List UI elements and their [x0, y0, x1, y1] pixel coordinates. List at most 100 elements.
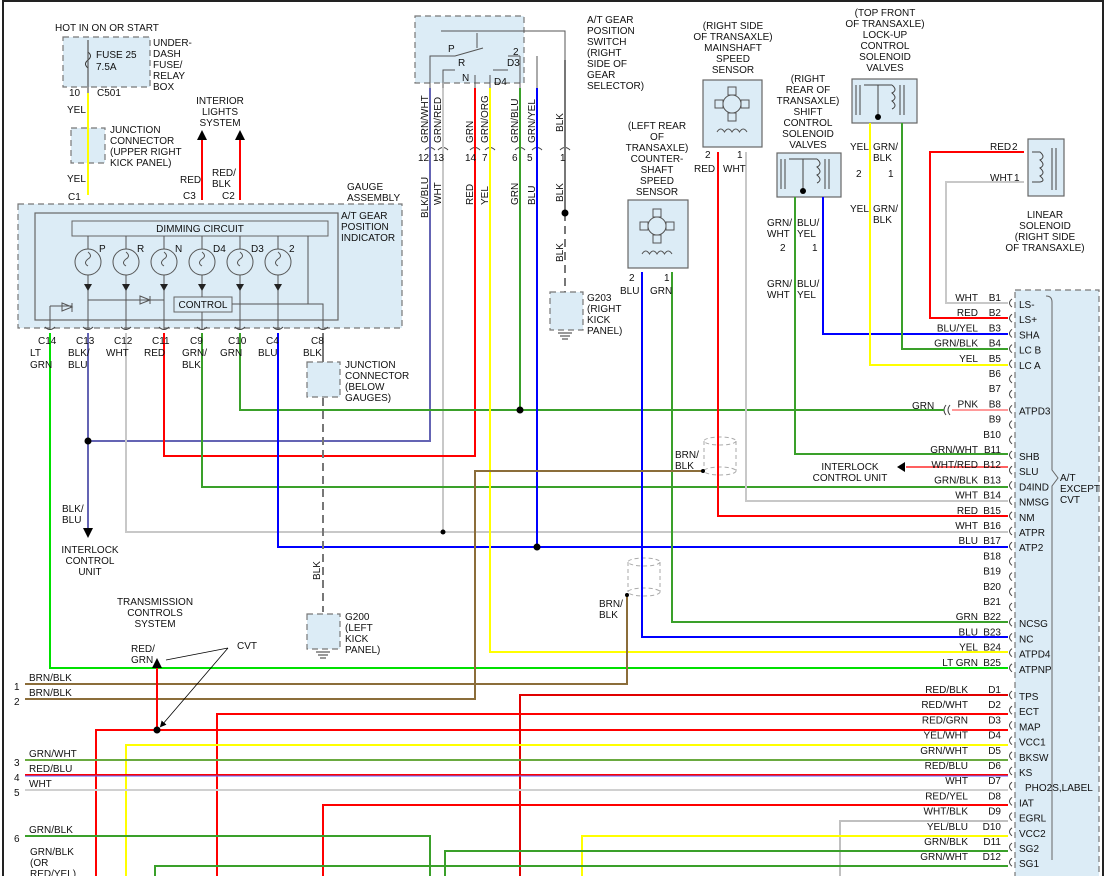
wire-redgrn-tcs: [95, 660, 1008, 876]
ecm-connector-icon: [1009, 389, 1013, 399]
wire-label: BLK: [182, 360, 201, 371]
wire-label: GRN/WHT: [420, 95, 431, 143]
junction-below-label: GAUGES): [345, 393, 391, 404]
ecm-connector-icon: [1009, 541, 1013, 551]
signal-ls-: LS+: [1019, 315, 1037, 326]
ecm-connector-icon: [1009, 705, 1013, 715]
wire-wht-mainshaft: [745, 152, 1008, 502]
junction-below-label: JUNCTION: [345, 360, 396, 371]
wire-label: GRN/: [182, 348, 207, 359]
ecm-pin-b6: B6: [989, 369, 1002, 380]
wire-label: YEL: [67, 105, 86, 116]
component-glyphs: [44, 30, 1057, 867]
wire-label: RED: [180, 175, 201, 186]
lockup-solenoid-label: CONTROL: [861, 41, 910, 52]
ecm-pin-b16: B16: [983, 521, 1001, 532]
wire-label: GRN/RED: [433, 97, 444, 143]
lockup-control-solenoid: [851, 78, 918, 124]
wire-label: WHT/BLK: [924, 807, 969, 818]
interior-lights-label: SYSTEM: [199, 118, 240, 129]
ecm-pin-d11: D11: [983, 837, 1001, 848]
pin-1: 1: [664, 273, 670, 284]
ecm-connector-block: [1014, 289, 1100, 876]
wire-label: BLU: [62, 515, 81, 526]
switch-pin-12: 12: [418, 153, 430, 164]
wire-label: GRN/BLK: [934, 339, 978, 350]
wire-label: GRN/YEL: [527, 99, 538, 143]
switch-pin-13: 13: [433, 153, 445, 164]
wire-label: YEL/BLU: [927, 822, 968, 833]
bulb-filament: [237, 251, 243, 267]
ecm-pin-b14: B14: [983, 491, 1001, 502]
wire-label: RED/: [131, 644, 155, 655]
shift-ground-dot: [800, 188, 806, 194]
signal-bksw: BKSW: [1019, 753, 1049, 764]
bulb-label-2: N: [175, 244, 182, 255]
wire-label: BLU: [68, 360, 87, 371]
ecm-connector-icon: [1009, 298, 1013, 308]
wire-grnwht-shift: [794, 197, 1008, 455]
gauge-assembly-label: ASSEMBLY: [347, 193, 400, 204]
g200-label: PANEL): [345, 645, 380, 656]
g203-label: KICK: [587, 315, 611, 326]
wire-label: YEL: [850, 142, 869, 153]
signal-nmsg: NMSG: [1019, 498, 1049, 509]
linear-solenoid-label: (RIGHT SIDE: [1015, 232, 1076, 243]
signal-ls-: LS-: [1019, 300, 1035, 311]
ecm-pin-d3: D3: [988, 715, 1001, 726]
connector-icon: [158, 326, 170, 330]
countershaft-teeth-icon: [639, 208, 675, 244]
wire-d10: [581, 835, 1008, 876]
wire-label: YEL: [797, 290, 816, 301]
gear-switch-label: GEAR: [587, 70, 615, 81]
wire-label: WHT/RED: [931, 460, 978, 471]
wire-label: WHT: [433, 182, 444, 205]
ecm-pin-b9: B9: [989, 415, 1002, 426]
switch-pin-1: 1: [560, 153, 566, 164]
linear-solenoid: [1027, 138, 1065, 197]
interlock-right-label: CONTROL UNIT: [813, 473, 888, 484]
wire-label: WHT: [990, 173, 1013, 184]
shift-solenoid-label: SHIFT: [794, 107, 823, 118]
wire-d1: [519, 694, 1008, 876]
g203-label: (RIGHT: [587, 304, 621, 315]
wire-label: YEL: [959, 354, 978, 365]
pin-c12: C12: [114, 336, 133, 347]
g203-label: G203: [587, 293, 612, 304]
transmission-controls-label: SYSTEM: [134, 619, 175, 630]
wire-red-linear: [929, 151, 1024, 319]
pin-10: 10: [69, 88, 81, 99]
transmission-controls-label: TRANSMISSION: [117, 597, 193, 608]
ground-icon: [316, 651, 330, 659]
signal-lc-b: LC B: [1019, 346, 1042, 357]
shield-upper-icon: [703, 436, 737, 476]
bulb-icon: [188, 248, 216, 276]
wire-label: BLK: [212, 179, 231, 190]
ecm-pin-b22: B22: [983, 612, 1001, 623]
junction-dots: [83, 130, 905, 734]
fuse-box-label: RELAY: [153, 71, 185, 82]
wire-label: BRN/BLK: [29, 688, 72, 699]
indicator-internal-wiring: [49, 236, 324, 330]
fuse-label: FUSE 25: [96, 50, 137, 61]
shift-solenoid-label: VALVES: [789, 140, 827, 151]
wire-grnblk-c9: [201, 333, 1008, 488]
signal-atp2: ATP2: [1019, 543, 1044, 554]
wire-grn-c10: [239, 88, 944, 411]
ecm-pin-b13: B13: [983, 475, 1001, 486]
ecm-brace: [1045, 295, 1059, 860]
wire-label: YEL: [797, 229, 816, 240]
ecm-connector-icon: [1009, 751, 1013, 761]
ecm-pin-b12: B12: [983, 460, 1001, 471]
wire-label: GRN/BLK: [924, 837, 968, 848]
pin-1: 1: [888, 169, 894, 180]
transmission-controls-label: CONTROLS: [127, 608, 183, 619]
interior-lights-label: LIGHTS: [202, 107, 238, 118]
wire-d4: [125, 744, 1008, 876]
ecm-pin-d5: D5: [988, 746, 1001, 757]
gear-switch-label: SIDE OF: [587, 59, 627, 70]
left-wire-number: 2: [14, 697, 20, 708]
junction-below-label: (BELOW: [345, 382, 385, 393]
bulb-icon: [150, 248, 178, 276]
